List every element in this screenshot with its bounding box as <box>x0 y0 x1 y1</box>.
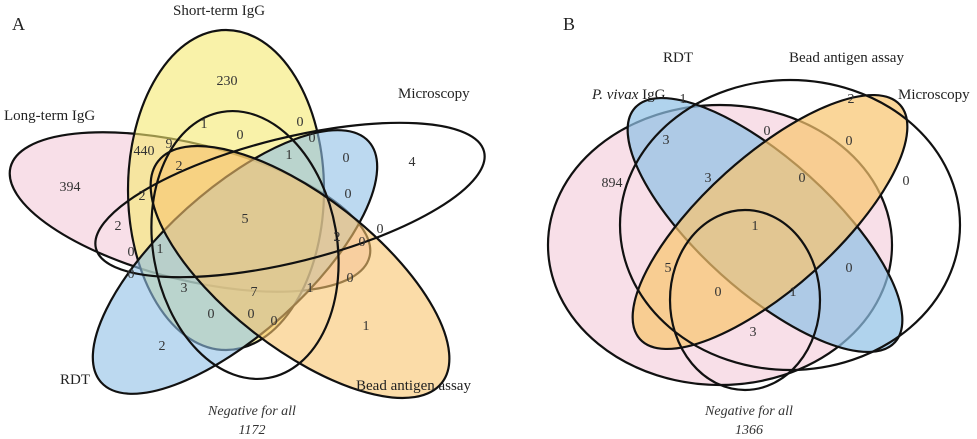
ellipse-inner-b <box>668 208 822 392</box>
region-count: 0 <box>237 128 244 143</box>
region-count: 1 <box>157 242 164 257</box>
label-bead-antigen-assay-b: Bead antigen assay <box>789 50 904 66</box>
region-count: 894 <box>602 176 623 191</box>
region-count: 1 <box>307 281 314 296</box>
region-count: 0 <box>345 187 352 202</box>
label-pvivax-igg: P. vivax IgG <box>591 87 666 103</box>
negative-for-all-count-b: 1366 <box>735 423 763 438</box>
region-count: 394 <box>60 180 81 195</box>
region-count: 0 <box>297 115 304 130</box>
region-count: 7 <box>251 285 258 300</box>
label-microscopy-b: Microscopy <box>898 87 970 103</box>
region-count: 3 <box>750 325 757 340</box>
negative-for-all-label-a: Negative for all <box>207 404 296 419</box>
region-count: 0 <box>128 267 135 282</box>
region-count: 9 <box>166 137 173 152</box>
ellipse-microscopy <box>94 121 486 279</box>
label-pvivax-igg-suffix: IgG <box>638 87 665 103</box>
region-count: 4 <box>409 155 416 170</box>
region-count: 0 <box>128 245 135 260</box>
region-count: 5 <box>665 261 672 276</box>
panel-b-letter: B <box>563 14 575 34</box>
region-count: 2 <box>139 189 146 204</box>
label-rdt: RDT <box>60 372 90 388</box>
region-count: 1 <box>752 219 759 234</box>
region-counts-a: 230 394 4 2 1 1 0 0 0 440 9 0 2 1 0 2 0 … <box>60 74 416 354</box>
region-count: 0 <box>359 235 366 250</box>
region-count: 1 <box>201 117 208 132</box>
label-pvivax-species: P. vivax <box>591 87 639 103</box>
region-count: 0 <box>347 271 354 286</box>
region-count: 0 <box>208 307 215 322</box>
region-count: 0 <box>846 261 853 276</box>
region-counts-b: 894 1 2 0 3 0 0 3 0 1 0 5 0 1 3 <box>602 92 910 340</box>
ellipse-bead-antigen-b <box>631 93 909 351</box>
region-count: 1 <box>286 148 293 163</box>
label-short-term-igg: Short-term IgG <box>173 3 265 19</box>
ellipse-microscopy-b <box>618 78 962 372</box>
region-count: 0 <box>309 131 316 146</box>
region-count: 2 <box>115 219 122 234</box>
region-count: 3 <box>181 281 188 296</box>
region-count: 0 <box>377 222 384 237</box>
region-count: 0 <box>764 124 771 139</box>
ellipse-inner <box>150 109 340 381</box>
region-count: 3 <box>663 133 670 148</box>
region-count: 0 <box>715 285 722 300</box>
label-bead-antigen-assay: Bead antigen assay <box>356 378 471 394</box>
region-count: 0 <box>799 171 806 186</box>
panel-a-letter: A <box>12 14 25 34</box>
region-count: 1 <box>790 285 797 300</box>
region-count: 2 <box>176 159 183 174</box>
region-count: 0 <box>903 174 910 189</box>
region-count: 0 <box>271 314 278 329</box>
label-long-term-igg: Long-term IgG <box>4 108 95 124</box>
region-count: 2 <box>848 92 855 107</box>
region-count: 0 <box>248 307 255 322</box>
region-count: 2 <box>334 230 341 245</box>
label-microscopy: Microscopy <box>398 86 470 102</box>
region-count: 3 <box>705 171 712 186</box>
region-count: 0 <box>846 134 853 149</box>
region-count: 1 <box>363 319 370 334</box>
region-count: 2 <box>159 339 166 354</box>
region-count: 5 <box>242 212 249 227</box>
ellipse-bead-antigen <box>149 144 451 400</box>
region-count: 230 <box>217 74 238 89</box>
label-rdt-b: RDT <box>663 50 693 66</box>
region-count: 1 <box>680 92 687 107</box>
region-count: 440 <box>134 144 155 159</box>
panel-b: B P. vivax IgG RDT Bead antigen assay Mi… <box>546 14 970 438</box>
panel-a: A Short-term IgG Long-term IgG Microscop… <box>4 3 486 438</box>
negative-for-all-count-a: 1172 <box>239 423 266 438</box>
negative-for-all-label-b: Negative for all <box>704 404 793 419</box>
region-count: 0 <box>343 151 350 166</box>
